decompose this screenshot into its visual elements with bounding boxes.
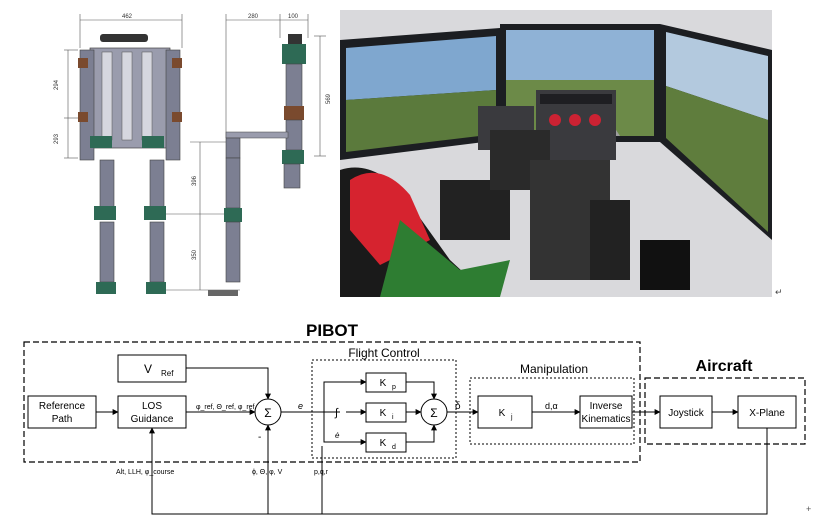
robot-front-view: [78, 34, 182, 294]
sum2-label: Σ: [430, 406, 437, 420]
signal-integral: ∫: [334, 407, 339, 419]
manipulation-boundary: [469, 377, 635, 445]
dim-396: 396: [192, 175, 198, 186]
manipulation-title: Manipulation: [520, 362, 588, 376]
dim-569: 569: [326, 93, 332, 104]
los-guidance-block: [117, 395, 187, 429]
ki-sub: i: [392, 414, 394, 421]
dim-280: 280: [248, 14, 259, 20]
kj-sub: j: [510, 414, 513, 421]
robot-mechanical-drawing: 462 280 100 294 293 569 396 350: [54, 14, 332, 296]
signal-feedback-2: ϕ, Θ, φ, V: [252, 469, 283, 476]
inverse-kinematics-label-1: Inverse: [590, 401, 623, 412]
xplane-label: X-Plane: [749, 408, 785, 419]
los-label-1: LOS: [142, 401, 162, 412]
dim-100: 100: [288, 14, 299, 20]
reference-path-label-1: Reference: [39, 401, 86, 412]
pibot-title: PIBOT: [306, 321, 359, 340]
flight-control-boundary: [311, 359, 457, 459]
corner-mark: +: [806, 504, 811, 514]
signal-d-alpha: d,α: [545, 401, 558, 411]
flight-control-title: Flight Control: [348, 346, 419, 360]
signal-delta: δ: [455, 401, 461, 412]
dim-293: 293: [54, 133, 60, 144]
kd-label: K: [380, 438, 387, 449]
signal-ep: ė: [335, 431, 340, 440]
aircraft-boundary: [644, 377, 806, 445]
control-block-diagram: PIBOT Flight Control Manipulation Aircra…: [23, 321, 811, 515]
ki-label: K: [380, 408, 387, 419]
inverse-kinematics-label-2: Kinematics: [582, 414, 631, 425]
reference-path-block: [27, 395, 97, 429]
inverse-kinematics-block: [579, 395, 633, 429]
joystick-label: Joystick: [668, 408, 705, 419]
vref-label: V: [144, 362, 152, 376]
sum1-label: Σ: [264, 406, 271, 420]
photo-return-mark: ↵: [775, 287, 783, 297]
dim-462: 462: [122, 14, 133, 20]
dim-294: 294: [54, 79, 60, 90]
kp-sub: p: [392, 384, 396, 391]
signal-e: e: [298, 401, 303, 411]
vref-sub: Ref: [161, 369, 174, 378]
signal-feedback-3: p,q,r: [314, 469, 329, 476]
signal-ref-out: φ_ref, Θ_ref, φ_ref: [196, 404, 255, 411]
reference-path-label-2: Path: [52, 414, 73, 425]
vref-block: [117, 354, 187, 383]
robot-side-view: [208, 34, 306, 296]
kp-label: K: [380, 378, 387, 389]
aircraft-title: Aircraft: [696, 358, 754, 375]
los-label-2: Guidance: [131, 414, 174, 425]
signal-minus: -: [258, 432, 261, 443]
simulator-photo: [340, 10, 772, 297]
kj-label: K: [499, 408, 506, 419]
pibot-boundary: [23, 341, 641, 463]
kd-sub: d: [392, 444, 396, 451]
dim-350: 350: [192, 249, 198, 260]
signal-feedback-1: Alt, LLH, φ_course: [116, 469, 174, 476]
